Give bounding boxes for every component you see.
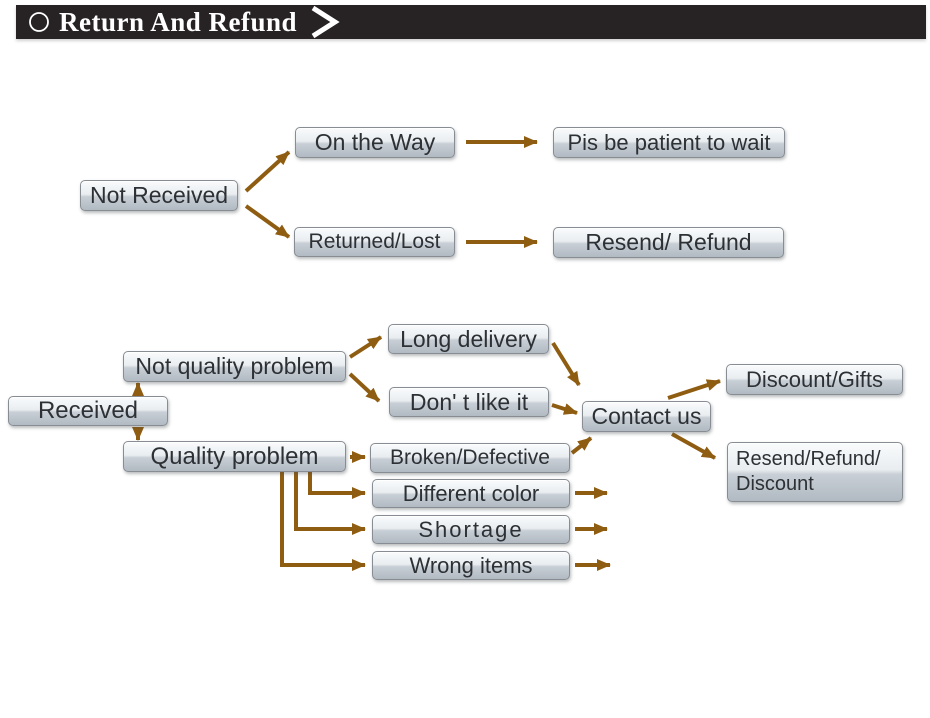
node-dont-like-it: Don' t like it <box>389 387 549 417</box>
node-please-wait: Pis be patient to wait <box>553 127 785 158</box>
chevron-right-icon <box>309 5 341 39</box>
section-title: Return And Refund <box>59 7 298 37</box>
node-resend-refund: Resend/ Refund <box>553 227 784 258</box>
node-contact-us: Contact us <box>582 401 711 432</box>
node-wrong-items: Wrong items <box>372 551 570 580</box>
node-shortage: Shortage <box>372 515 570 544</box>
circle-icon <box>28 11 50 33</box>
node-not-quality-problem: Not quality problem <box>123 351 346 382</box>
node-returned-lost: Returned/Lost <box>294 227 455 257</box>
node-discount-gifts: Discount/Gifts <box>726 364 903 395</box>
node-long-delivery: Long delivery <box>388 324 549 354</box>
node-different-color: Different color <box>372 479 570 508</box>
node-received: Received <box>8 396 168 426</box>
node-not-received: Not Received <box>80 180 238 211</box>
node-on-the-way: On the Way <box>295 127 455 158</box>
node-quality-problem: Quality problem <box>123 441 346 472</box>
node-line1: Resend/Refund/ <box>736 448 881 470</box>
node-line2: Discount <box>736 473 814 495</box>
node-broken-defective: Broken/Defective <box>370 443 570 473</box>
section-header: Return And Refund <box>16 5 926 39</box>
node-resend-refund-discount: Resend/Refund/ Discount <box>727 442 903 502</box>
